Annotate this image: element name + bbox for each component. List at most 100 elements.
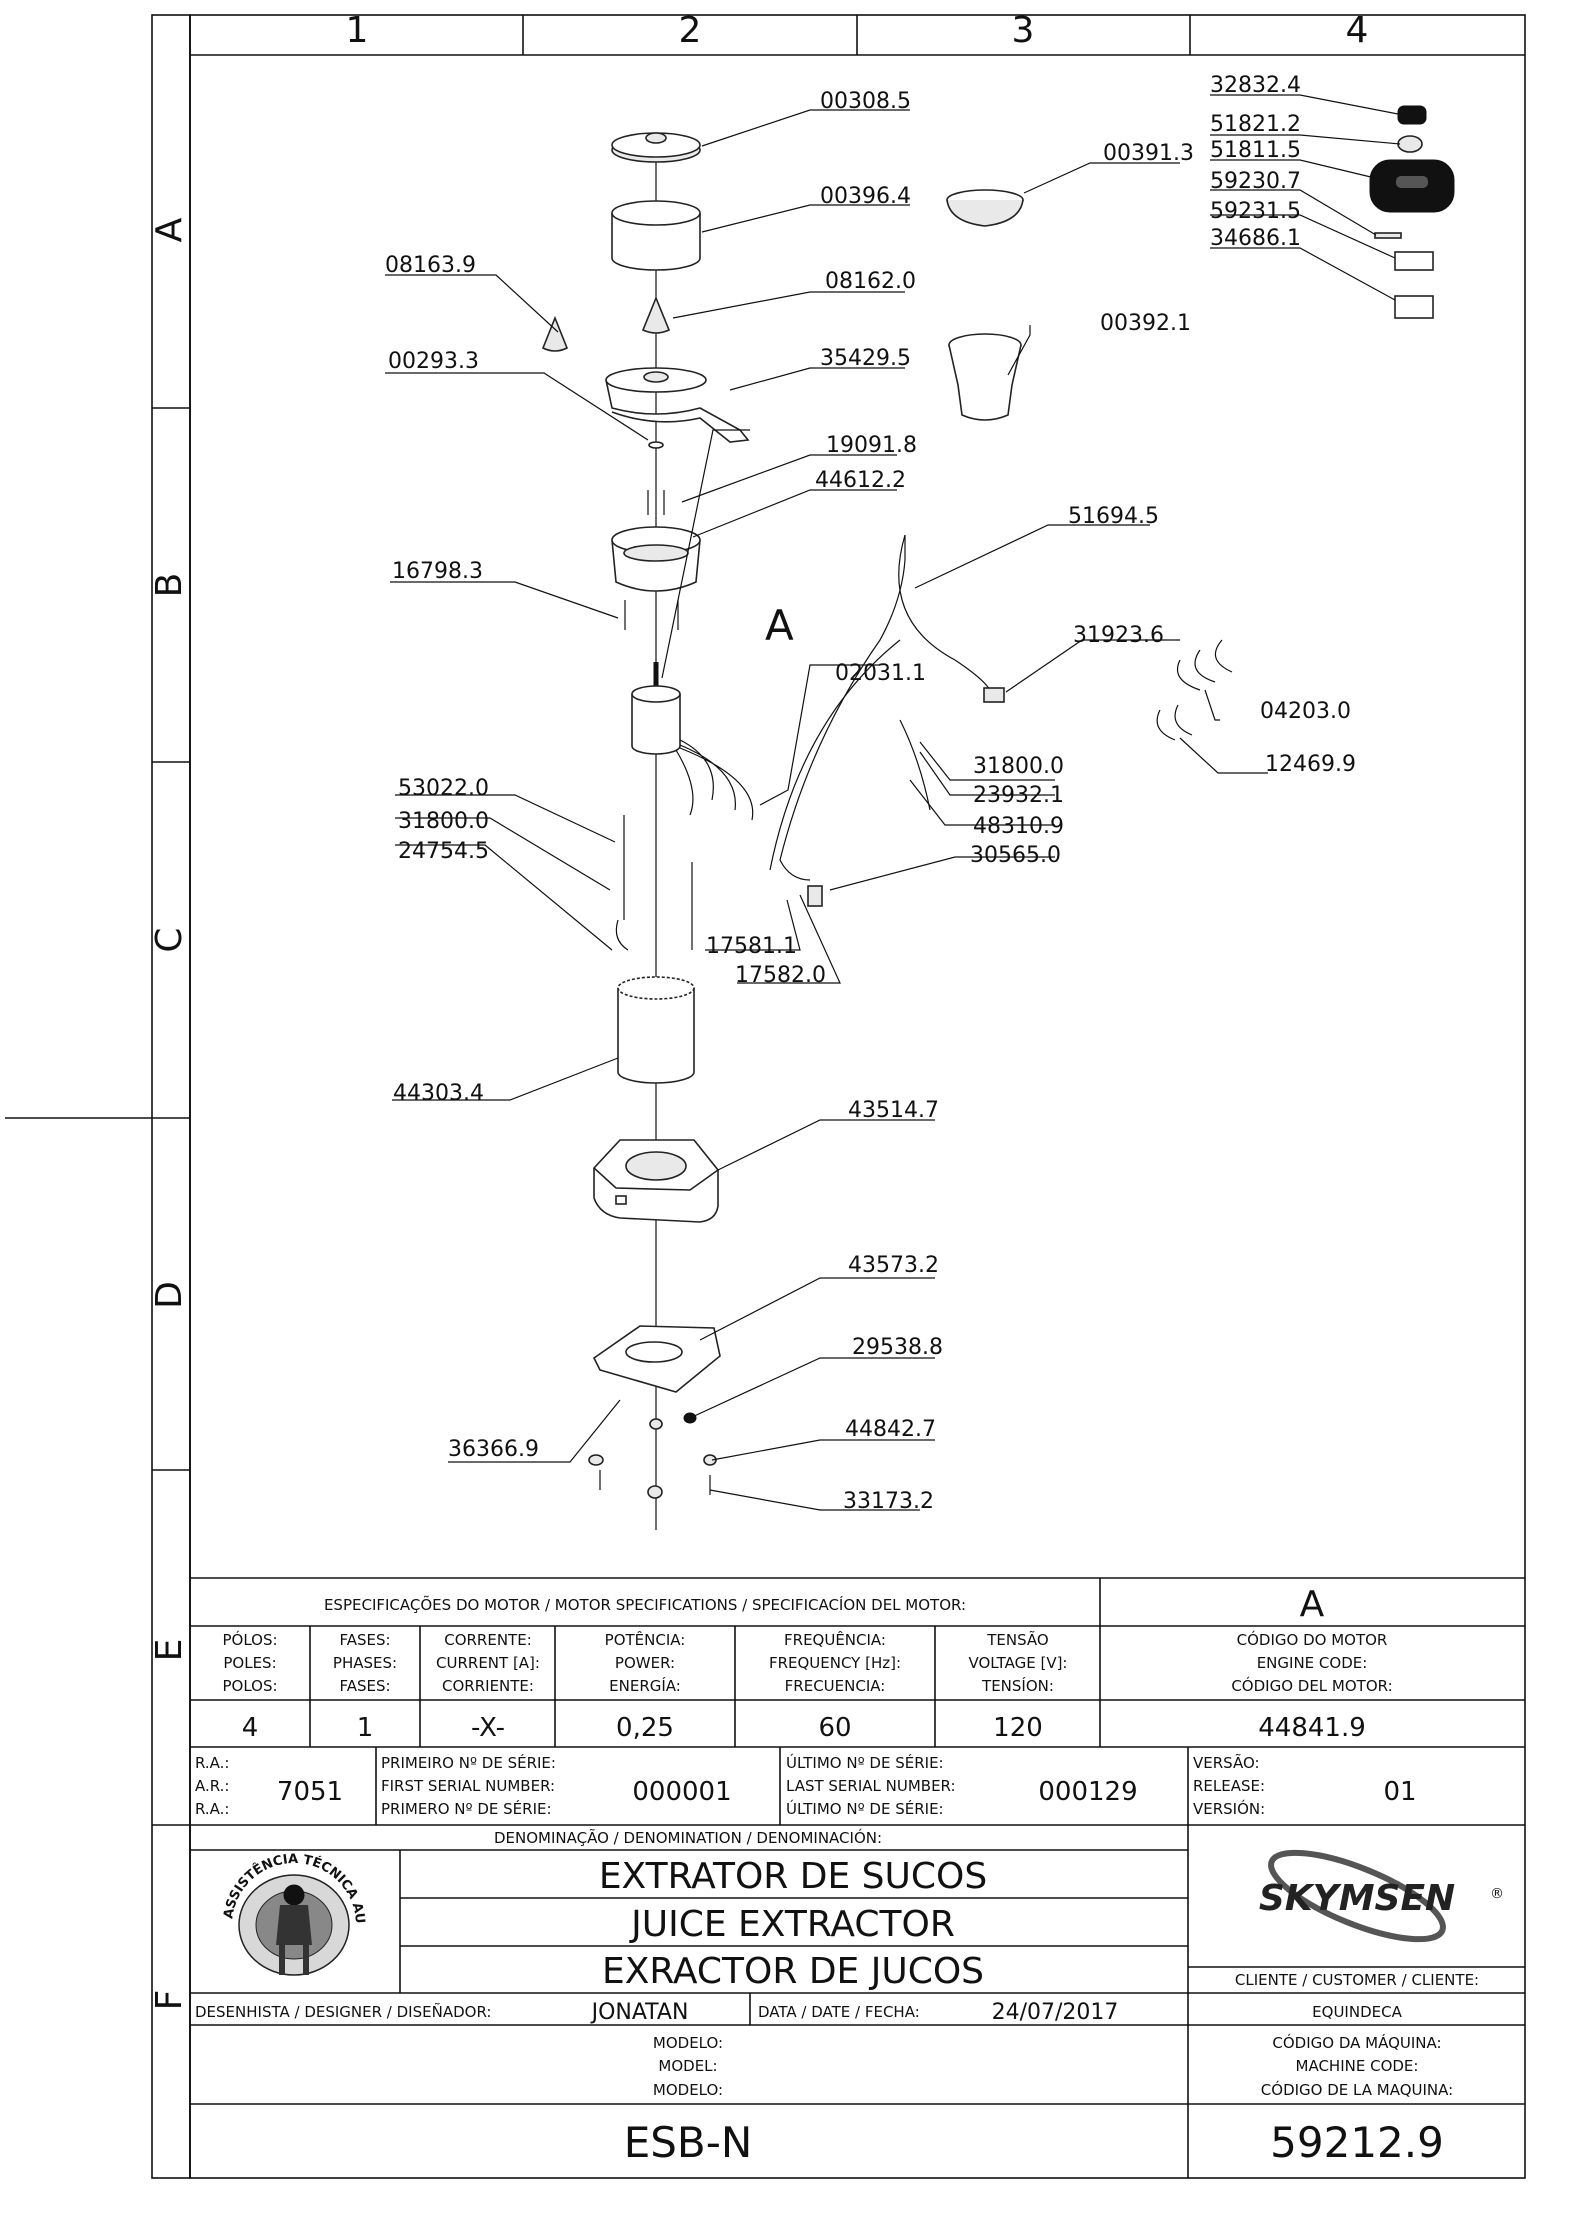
callout-00396-4: 00396.4 <box>820 184 911 209</box>
seal-text: ASSISTÊNCIA TÉCNICA AUTORIZADA <box>0 0 367 1924</box>
svg-text:POLOS:: POLOS: <box>222 1677 277 1695</box>
screws-part <box>624 490 679 630</box>
strainer-part <box>946 189 1024 227</box>
svg-text:ÚLTIMO Nº DE SÉRIE:: ÚLTIMO Nº DE SÉRIE: <box>786 1753 944 1772</box>
svg-text:CÓDIGO DA MÁQUINA:: CÓDIGO DA MÁQUINA: <box>1272 2033 1441 2052</box>
motor-spec-header: ESPECIFICAÇÕES DO MOTOR / MOTOR SPECIFIC… <box>324 1595 966 1614</box>
cup-part <box>611 200 701 271</box>
version-value: 01 <box>1383 1777 1416 1807</box>
housing-cylinder-part <box>617 976 695 1084</box>
svg-text:POWER:: POWER: <box>615 1654 675 1672</box>
callout-51811-5: 51811.5 <box>1210 138 1301 163</box>
denomination-es: EXRACTOR DE JUCOS <box>602 1951 984 1992</box>
title-block <box>190 1577 1525 2178</box>
svg-text:LAST SERIAL NUMBER:: LAST SERIAL NUMBER: <box>786 1777 956 1795</box>
svg-text:FREQUENCY [Hz]:: FREQUENCY [Hz]: <box>769 1654 901 1672</box>
part-callouts: 00308.5 00396.4 08162.0 08163.9 35429.5 … <box>385 73 1356 1514</box>
callout-17581-1: 17581.1 <box>706 934 797 959</box>
frequency-value: 60 <box>818 1713 851 1743</box>
power-value: 0,25 <box>616 1713 674 1743</box>
callout-08162-0: 08162.0 <box>825 269 916 294</box>
callout-33173-2: 33173.2 <box>843 1489 934 1514</box>
callout-16798-3: 16798.3 <box>392 559 483 584</box>
svg-text:ENERGÍA:: ENERGÍA: <box>609 1676 681 1695</box>
svg-text:TENSÃO: TENSÃO <box>986 1630 1048 1649</box>
cup-small-part <box>948 333 1022 421</box>
callout-30565-0: 30565.0 <box>970 843 1061 868</box>
svg-text:A.R.:: A.R.: <box>195 1777 229 1795</box>
grid-row-f: F <box>149 1990 190 2011</box>
svg-text:CORRENTE:: CORRENTE: <box>444 1631 532 1649</box>
brand-registered-mark: ® <box>1490 1886 1504 1902</box>
clips-part <box>1156 639 1233 741</box>
svg-text:MODELO:: MODELO: <box>653 2034 723 2052</box>
callout-34686-1: 34686.1 <box>1210 226 1301 251</box>
grid-row-e: E <box>149 1639 190 1662</box>
callout-00293-3: 00293.3 <box>388 349 479 374</box>
svg-text:R.A.:: R.A.: <box>195 1800 229 1818</box>
callout-31800-0-right: 31800.0 <box>973 754 1064 779</box>
serial-labels: R.A.: A.R.: R.A.: PRIMEIRO Nº DE SÉRIE: … <box>195 1753 1265 1818</box>
machine-code-value: 59212.9 <box>1270 2118 1444 2167</box>
callout-32832-4: 32832.4 <box>1210 73 1301 98</box>
current-value: -X- <box>471 1713 505 1743</box>
svg-text:PRIMERO Nº DE SÉRIE:: PRIMERO Nº DE SÉRIE: <box>381 1799 552 1818</box>
brand-name: SKYMSEN <box>1259 1878 1455 1919</box>
date-value: 24/07/2017 <box>992 2000 1119 2025</box>
grid-col-4: 4 <box>1346 10 1369 51</box>
skymsen-logo: SKYMSEN ® <box>1259 1849 1504 1943</box>
callout-23932-1: 23932.1 <box>973 783 1064 808</box>
row-ruler <box>151 14 191 2179</box>
callout-29538-8: 29538.8 <box>852 1335 943 1360</box>
svg-text:PRIMEIRO Nº DE SÉRIE:: PRIMEIRO Nº DE SÉRIE: <box>381 1753 556 1772</box>
callout-19091-8: 19091.8 <box>826 433 917 458</box>
spec-values: 4 1 -X- 0,25 60 120 44841.9 <box>242 1713 1366 1743</box>
bowl-spout-part <box>605 367 750 443</box>
callout-43573-2: 43573.2 <box>848 1253 939 1278</box>
foot-plate-part <box>588 1325 721 1499</box>
callout-44612-2: 44612.2 <box>815 468 906 493</box>
svg-text:VERSÃO:: VERSÃO: <box>1193 1753 1260 1772</box>
svg-text:CÓDIGO DO MOTOR: CÓDIGO DO MOTOR <box>1237 1630 1388 1649</box>
callout-12469-9: 12469.9 <box>1265 752 1356 777</box>
spec-headings: PÓLOS: POLES: POLOS: FASES: PHASES: FASE… <box>222 1630 1392 1695</box>
callout-31800-0-left: 31800.0 <box>398 809 489 834</box>
callout-59230-7: 59230.7 <box>1210 169 1301 194</box>
phases-value: 1 <box>357 1713 374 1743</box>
rods-part <box>615 815 693 951</box>
last-serial-value: 000129 <box>1038 1777 1137 1807</box>
callout-51821-2: 51821.2 <box>1210 112 1301 137</box>
callout-00308-5: 00308.5 <box>820 89 911 114</box>
denomination-pt: EXTRATOR DE SUCOS <box>599 1856 987 1897</box>
svg-text:CÓDIGO DEL MOTOR:: CÓDIGO DEL MOTOR: <box>1231 1676 1392 1695</box>
svg-text:PÓLOS:: PÓLOS: <box>222 1630 277 1649</box>
motor-part <box>631 662 754 821</box>
first-serial-value: 000001 <box>632 1777 731 1807</box>
svg-text:MACHINE CODE:: MACHINE CODE: <box>1296 2057 1419 2075</box>
leader-lines <box>385 94 1401 1511</box>
power-cable-part <box>769 534 1005 907</box>
svg-text:POLES:: POLES: <box>223 1654 276 1672</box>
svg-text:R.A.:: R.A.: <box>195 1754 229 1772</box>
callout-36366-9: 36366.9 <box>448 1437 539 1462</box>
svg-text:PHASES:: PHASES: <box>333 1654 397 1672</box>
svg-text:TENSÍON:: TENSÍON: <box>981 1676 1054 1695</box>
grid-col-2: 2 <box>679 10 702 51</box>
svg-text:FREQUÊNCIA:: FREQUÊNCIA: <box>784 1630 886 1649</box>
callout-59231-5: 59231.5 <box>1210 199 1301 224</box>
date-label: DATA / DATE / FECHA: <box>758 2003 920 2021</box>
designer-value: JONATAN <box>590 2000 689 2025</box>
grid-row-b: B <box>149 573 190 598</box>
poles-value: 4 <box>242 1713 259 1743</box>
svg-text:FIRST SERIAL NUMBER:: FIRST SERIAL NUMBER: <box>381 1777 555 1795</box>
designer-label: DESENHISTA / DESIGNER / DISEÑADOR: <box>195 2002 491 2021</box>
svg-text:MODELO:: MODELO: <box>653 2081 723 2099</box>
customer-value: EQUINDECA <box>1312 2003 1402 2021</box>
serial-values: 7051 000001 000129 01 <box>277 1777 1417 1807</box>
cone-small-part <box>541 315 569 352</box>
voltage-value: 120 <box>993 1713 1043 1743</box>
grid-col-3: 3 <box>1012 10 1035 51</box>
denomination-header: DENOMINAÇÃO / DENOMINATION / DENOMINACIÓ… <box>494 1828 882 1847</box>
